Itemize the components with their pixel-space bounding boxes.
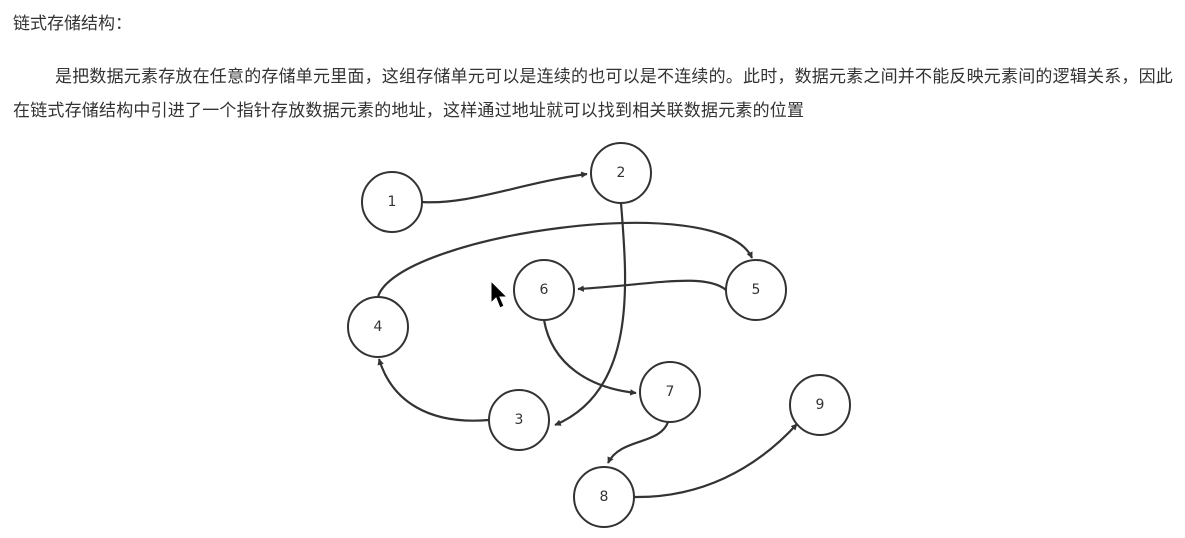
node-circle <box>361 171 423 233</box>
node-4: 4 <box>347 296 409 358</box>
edge-2-to-3 <box>554 202 627 427</box>
node-circle <box>513 259 575 321</box>
description-paragraph: 是把数据元素存放在任意的存储单元里面，这组存储单元可以是连续的也可以是不连续的。… <box>13 67 1173 121</box>
node-label: 4 <box>374 319 383 335</box>
edge-8-to-9 <box>633 423 798 499</box>
edges-layer <box>376 171 798 499</box>
node-label: 6 <box>540 282 549 298</box>
node-circle <box>590 142 652 204</box>
node-circle <box>789 374 851 436</box>
nodes-layer: 1 2 3 4 5 6 7 8 9 <box>347 142 851 528</box>
node-3: 3 <box>488 389 550 451</box>
node-circle <box>725 259 787 321</box>
node-9: 9 <box>789 374 851 436</box>
node-6: 6 <box>513 259 575 321</box>
node-circle <box>639 361 701 423</box>
node-label: 9 <box>816 397 825 413</box>
node-label: 3 <box>515 412 524 428</box>
node-label: 2 <box>617 165 626 181</box>
edge-1-to-2 <box>421 171 588 204</box>
node-1: 1 <box>361 171 423 233</box>
node-label: 1 <box>388 194 397 210</box>
node-label: 8 <box>600 489 609 505</box>
node-label: 7 <box>666 384 675 400</box>
edge-6-to-7 <box>542 319 637 396</box>
node-5: 5 <box>725 259 787 321</box>
node-8: 8 <box>573 466 635 528</box>
section-heading: 链式存储结构： <box>13 14 132 34</box>
node-circle <box>573 466 635 528</box>
node-circle <box>488 389 550 451</box>
mouse-pointer-icon <box>490 279 509 309</box>
node-label: 5 <box>752 282 761 298</box>
edge-4-to-5 <box>376 221 754 298</box>
edge-7-to-8 <box>607 421 670 464</box>
node-7: 7 <box>639 361 701 423</box>
node-circle <box>347 296 409 358</box>
node-2: 2 <box>590 142 652 204</box>
edge-5-to-6 <box>577 279 727 292</box>
edge-3-to-4 <box>377 358 490 422</box>
